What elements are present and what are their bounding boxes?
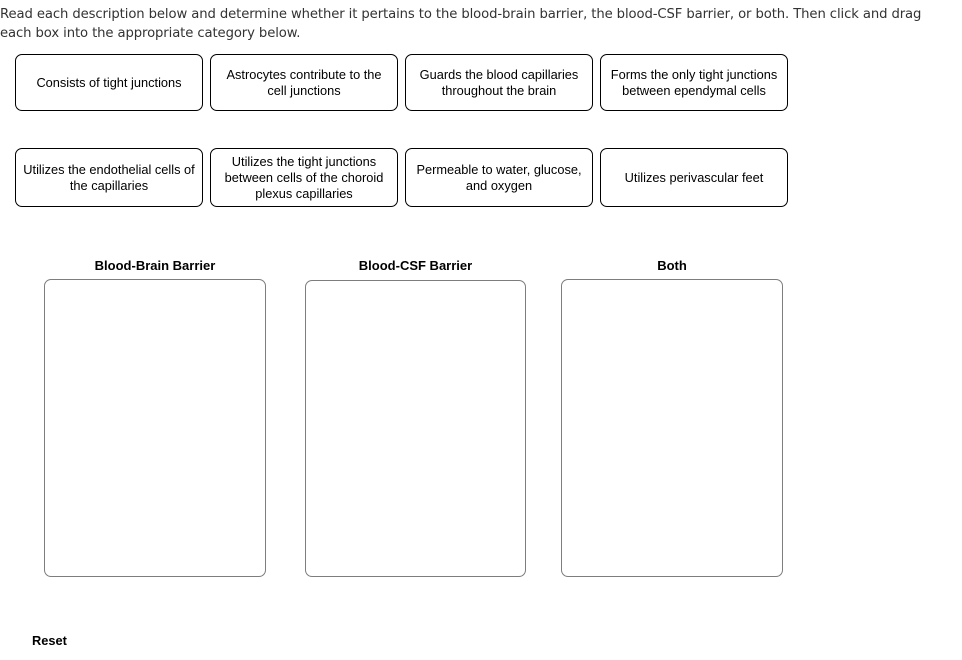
draggable-tile[interactable]: Utilizes the tight junctions between cel… bbox=[210, 148, 398, 207]
dropzone-blood-brain-barrier[interactable] bbox=[44, 279, 266, 577]
draggable-tile[interactable]: Utilizes the endothelial cells of the ca… bbox=[15, 148, 203, 207]
category-title: Blood-Brain Barrier bbox=[94, 258, 216, 273]
category-blood-brain-barrier: Blood-Brain Barrier bbox=[44, 258, 266, 577]
category-blood-csf-barrier: Blood-CSF Barrier bbox=[305, 258, 526, 577]
dropzone-both[interactable] bbox=[561, 279, 783, 577]
category-title: Both bbox=[657, 258, 687, 273]
draggable-tile[interactable]: Forms the only tight junctions between e… bbox=[600, 54, 788, 111]
draggable-tile[interactable]: Astrocytes contribute to the cell juncti… bbox=[210, 54, 398, 111]
draggable-tiles-row-2: Utilizes the endothelial cells of the ca… bbox=[15, 148, 788, 207]
reset-button[interactable]: Reset bbox=[32, 633, 67, 648]
draggable-tile[interactable]: Consists of tight junctions bbox=[15, 54, 203, 111]
draggable-tiles-row-1: Consists of tight junctions Astrocytes c… bbox=[15, 54, 788, 111]
category-title: Blood-CSF Barrier bbox=[358, 258, 473, 273]
draggable-tile[interactable]: Utilizes perivascular feet bbox=[600, 148, 788, 207]
instructions-text: Read each description below and determin… bbox=[0, 7, 922, 41]
category-both: Both bbox=[561, 258, 783, 577]
dropzone-blood-csf-barrier[interactable] bbox=[305, 280, 526, 577]
draggable-tile[interactable]: Permeable to water, glucose, and oxygen bbox=[405, 148, 593, 207]
draggable-tile[interactable]: Guards the blood capillaries throughout … bbox=[405, 54, 593, 111]
